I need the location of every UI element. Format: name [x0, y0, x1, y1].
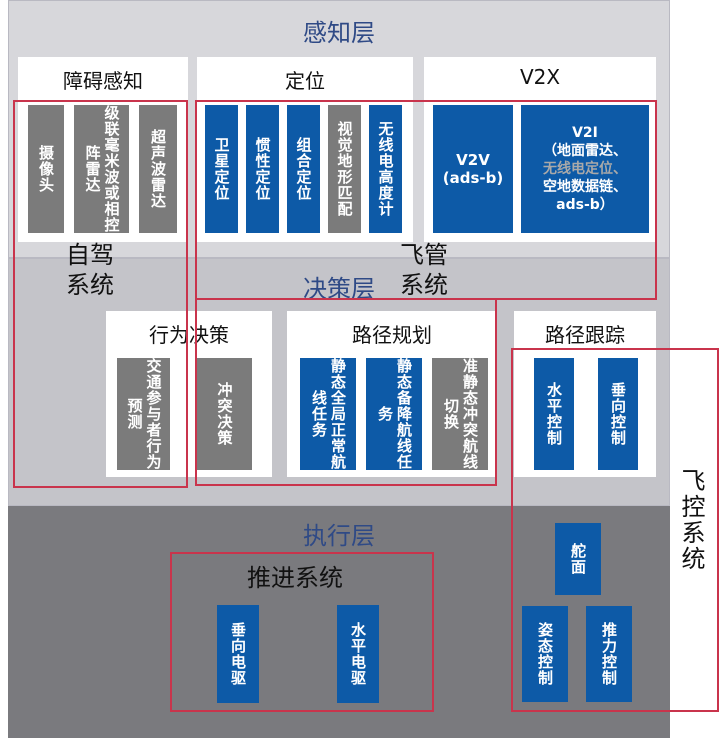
- autonomous-system-text: 自驾系统: [66, 241, 114, 299]
- obstacle-perception-title: 障碍感知: [63, 69, 143, 93]
- v2i-item-adsb: ads-b）: [556, 197, 614, 213]
- vertical-drive-block: 垂向电驱: [217, 605, 259, 703]
- propulsion-system-outline: [170, 552, 434, 712]
- flight-management-outline-lower: [195, 298, 497, 486]
- v2x-title: V2X: [519, 65, 561, 89]
- mmwave-radar-block: 级联毫米波或相控阵雷达: [74, 105, 129, 233]
- v2v-label: V2V: [456, 151, 490, 169]
- flight-management-outline: [195, 100, 657, 300]
- v2v-block: V2V (ads-b): [433, 105, 513, 233]
- radio-altimeter-block: 无线电高度计: [369, 105, 402, 233]
- autonomous-system-outline: [13, 100, 188, 488]
- path-tracking-title: 路径跟踪: [545, 323, 625, 347]
- v2i-item-datalink: 空地数据链、: [543, 179, 627, 195]
- ultrasonic-radar-block: 超声波雷达: [139, 105, 177, 233]
- propulsion-system-title: 推进系统: [247, 564, 343, 592]
- perception-layer-title: 感知层: [303, 19, 375, 47]
- vertical-control-block: 垂向控制: [598, 358, 638, 470]
- thrust-control-block: 推力控制: [586, 606, 632, 702]
- positioning-title: 定位: [285, 69, 325, 93]
- conflict-route-switch-block: 准静态冲突航线切换: [432, 358, 488, 470]
- horizontal-control-block: 水平控制: [534, 358, 574, 470]
- terrain-matching-block: 视觉地形匹配: [328, 105, 361, 233]
- execution-layer-title: 执行层: [303, 522, 375, 550]
- alternate-route-block: 静态备降航线任务: [366, 358, 422, 470]
- inertial-positioning-block: 惯性定位: [246, 105, 279, 233]
- horizontal-drive-block: 水平电驱: [337, 605, 379, 703]
- rudder-surface-block: 舵面: [555, 523, 601, 595]
- v2i-item-ground-radar: （地面雷达、: [543, 143, 627, 159]
- conflict-decision-block: 冲突决策: [197, 358, 252, 470]
- global-route-block: 静态全局正常航线任务: [300, 358, 356, 470]
- camera-block: 摄像头: [28, 105, 64, 233]
- v2v-sub-label: (ads-b): [442, 169, 504, 187]
- satellite-positioning-block: 卫星定位: [205, 105, 238, 233]
- behavior-decision-title: 行为决策: [149, 323, 229, 347]
- path-planning-title: 路径规划: [352, 323, 432, 347]
- flight-management-text: 飞管系统: [400, 241, 448, 299]
- attitude-control-block: 姿态控制: [522, 606, 568, 702]
- flight-control-outline: [511, 348, 719, 712]
- flight-control-label: 飞控系统: [677, 468, 705, 572]
- integrated-positioning-block: 组合定位: [287, 105, 320, 233]
- v2i-block: V2I （地面雷达、 无线电定位、 空地数据链、 ads-b）: [521, 105, 649, 233]
- flight-management-label: 飞管系统: [400, 240, 460, 300]
- autonomous-system-label: 自驾系统: [66, 240, 126, 300]
- v2i-label: V2I: [572, 125, 598, 141]
- traffic-prediction-block: 交通参与者行为预测: [117, 358, 170, 470]
- v2i-item-radio-positioning: 无线电定位、: [543, 161, 627, 177]
